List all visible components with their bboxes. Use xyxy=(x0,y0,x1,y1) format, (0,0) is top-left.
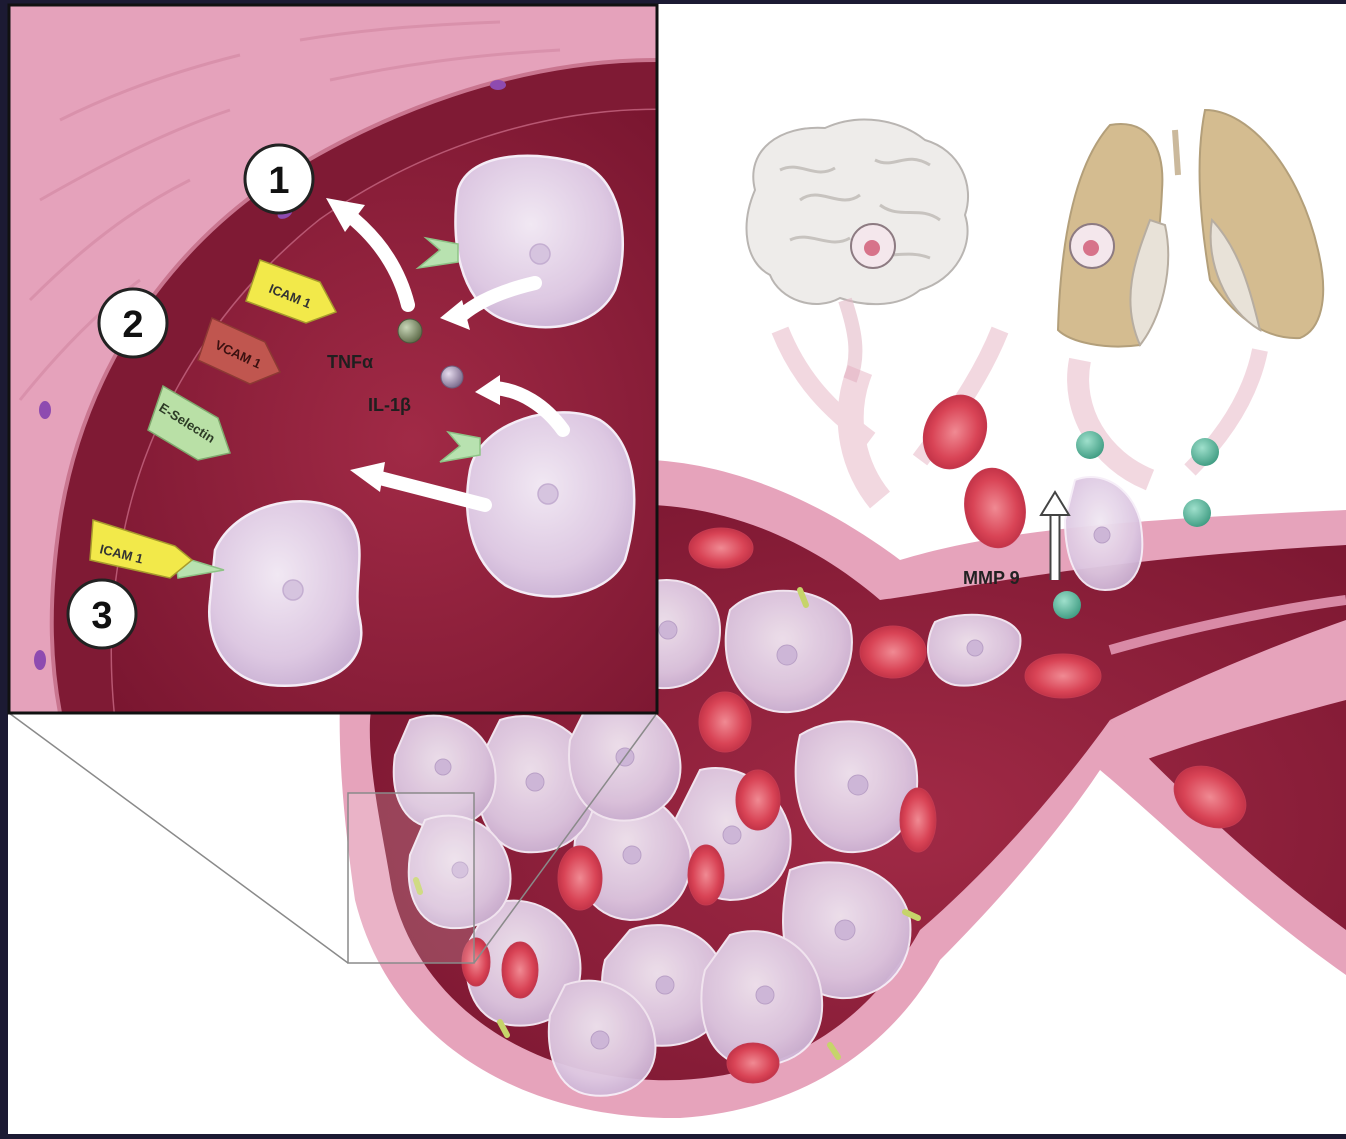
il1b-label: IL-1β xyxy=(368,395,411,415)
tnf-alpha-label: TNFα xyxy=(327,352,373,372)
svg-text:3: 3 xyxy=(91,595,112,637)
tnf-alpha-molecule xyxy=(398,319,422,343)
svg-text:1: 1 xyxy=(268,160,289,202)
il1b-molecule xyxy=(441,366,463,388)
svg-text:2: 2 xyxy=(122,304,143,346)
brain-inset-marker xyxy=(851,224,895,268)
step-marker-1: 1 xyxy=(245,145,313,213)
step-marker-3: 3 xyxy=(68,580,136,648)
mmp9-label: MMP 9 xyxy=(963,568,1020,588)
lung-inset-marker xyxy=(1070,224,1114,268)
step-marker-2: 2 xyxy=(99,289,167,357)
